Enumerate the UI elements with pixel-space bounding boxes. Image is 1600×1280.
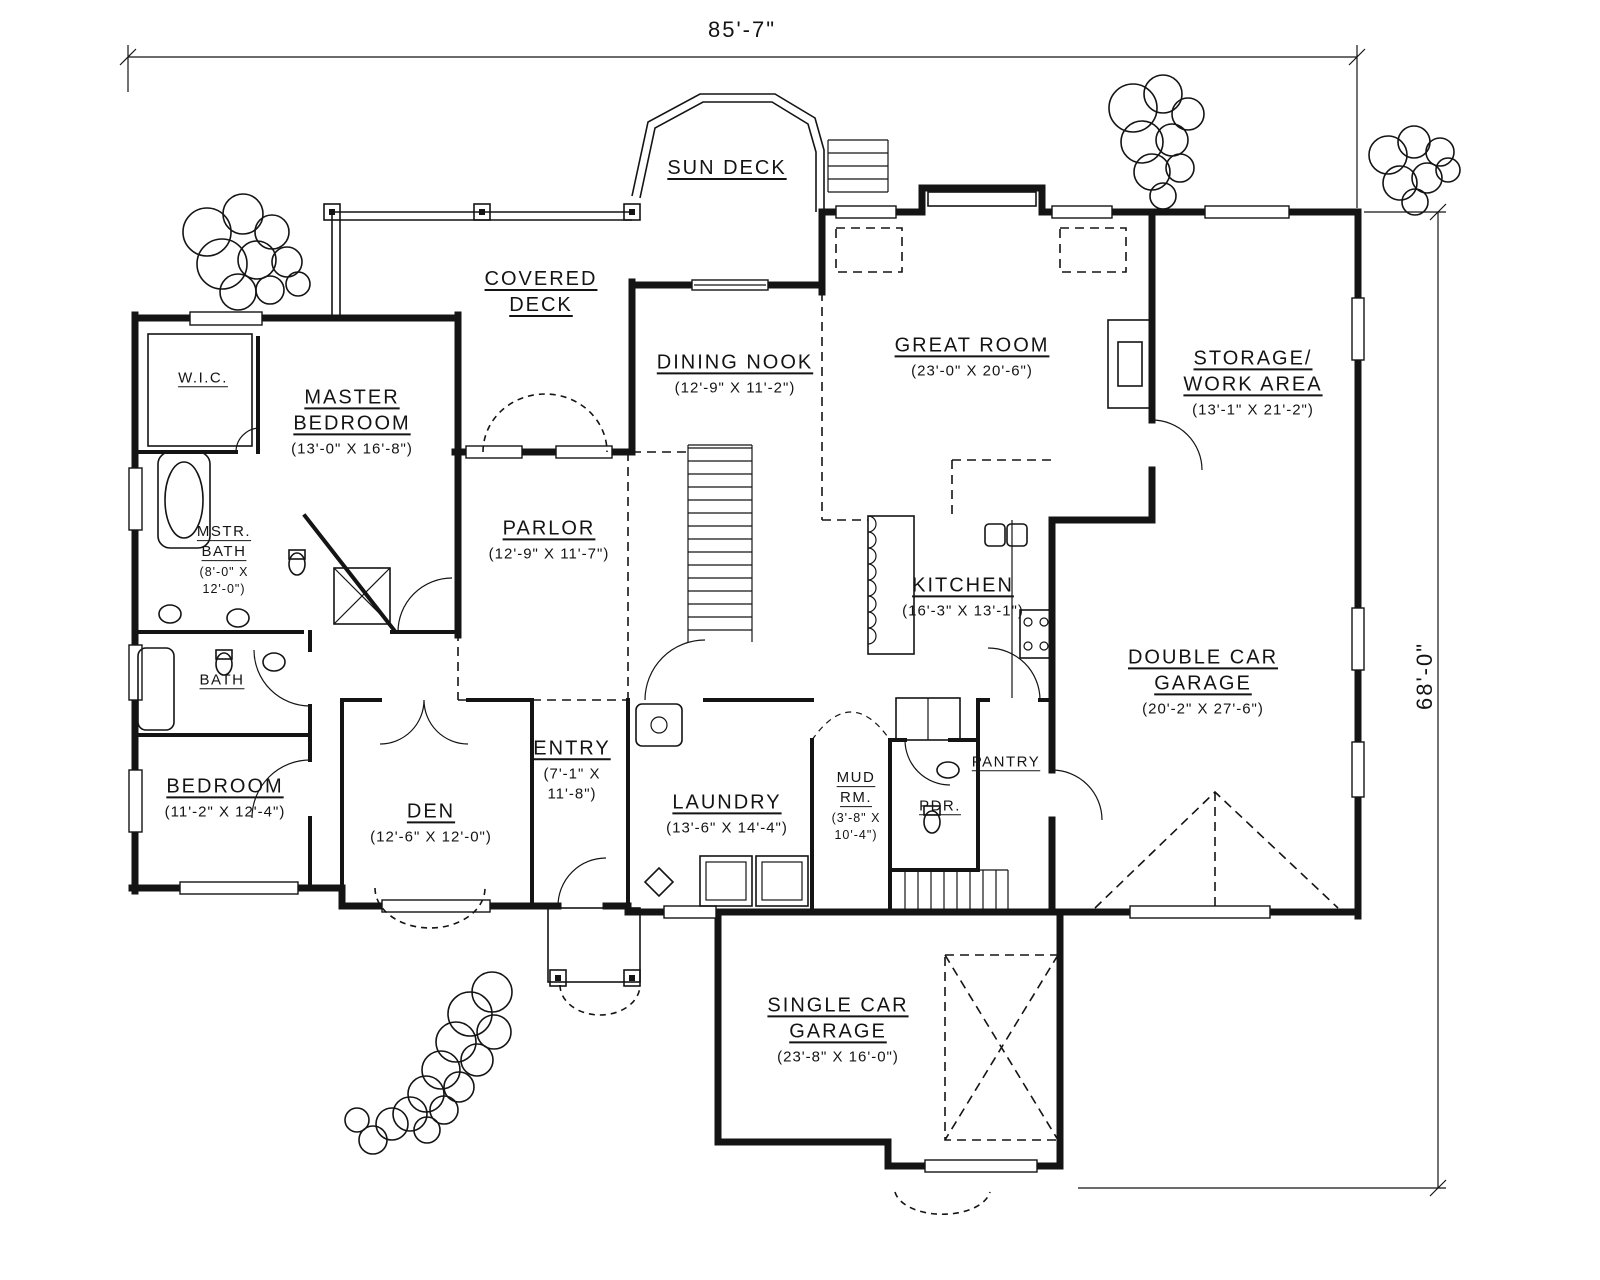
- dimension-line-right: [1078, 203, 1447, 1197]
- tree-cluster-top-left: [182, 193, 311, 311]
- tree-cluster-bottom-left: [344, 971, 513, 1155]
- powder-room-fixtures: [923, 761, 960, 834]
- hall-bath-fixtures: [137, 647, 286, 731]
- fireplace: [1107, 319, 1153, 409]
- sun-deck-outline: [631, 93, 825, 212]
- tree-cluster-top-center: [1108, 74, 1205, 210]
- door-swings: [235, 419, 1203, 907]
- master-bath-fixtures: [147, 333, 391, 628]
- sun-deck-stairs: [827, 139, 889, 193]
- ceiling-dashed-lines: [457, 227, 1127, 701]
- dimension-line-top: [119, 45, 1366, 208]
- basement-stairs: [895, 869, 1009, 912]
- entry-porch: [547, 907, 641, 987]
- windows: [128, 191, 1365, 1173]
- kitchen-fixtures: [867, 515, 1053, 741]
- exterior-walls: [128, 184, 1362, 1170]
- tree-cluster-top-right: [1368, 125, 1461, 216]
- landscaping-arcs: [374, 393, 991, 1216]
- main-stairs: [687, 444, 753, 642]
- laundry-fixtures: [635, 703, 809, 907]
- covered-deck-outline: [323, 203, 641, 318]
- garage-roof-dashed: [944, 790, 1339, 1141]
